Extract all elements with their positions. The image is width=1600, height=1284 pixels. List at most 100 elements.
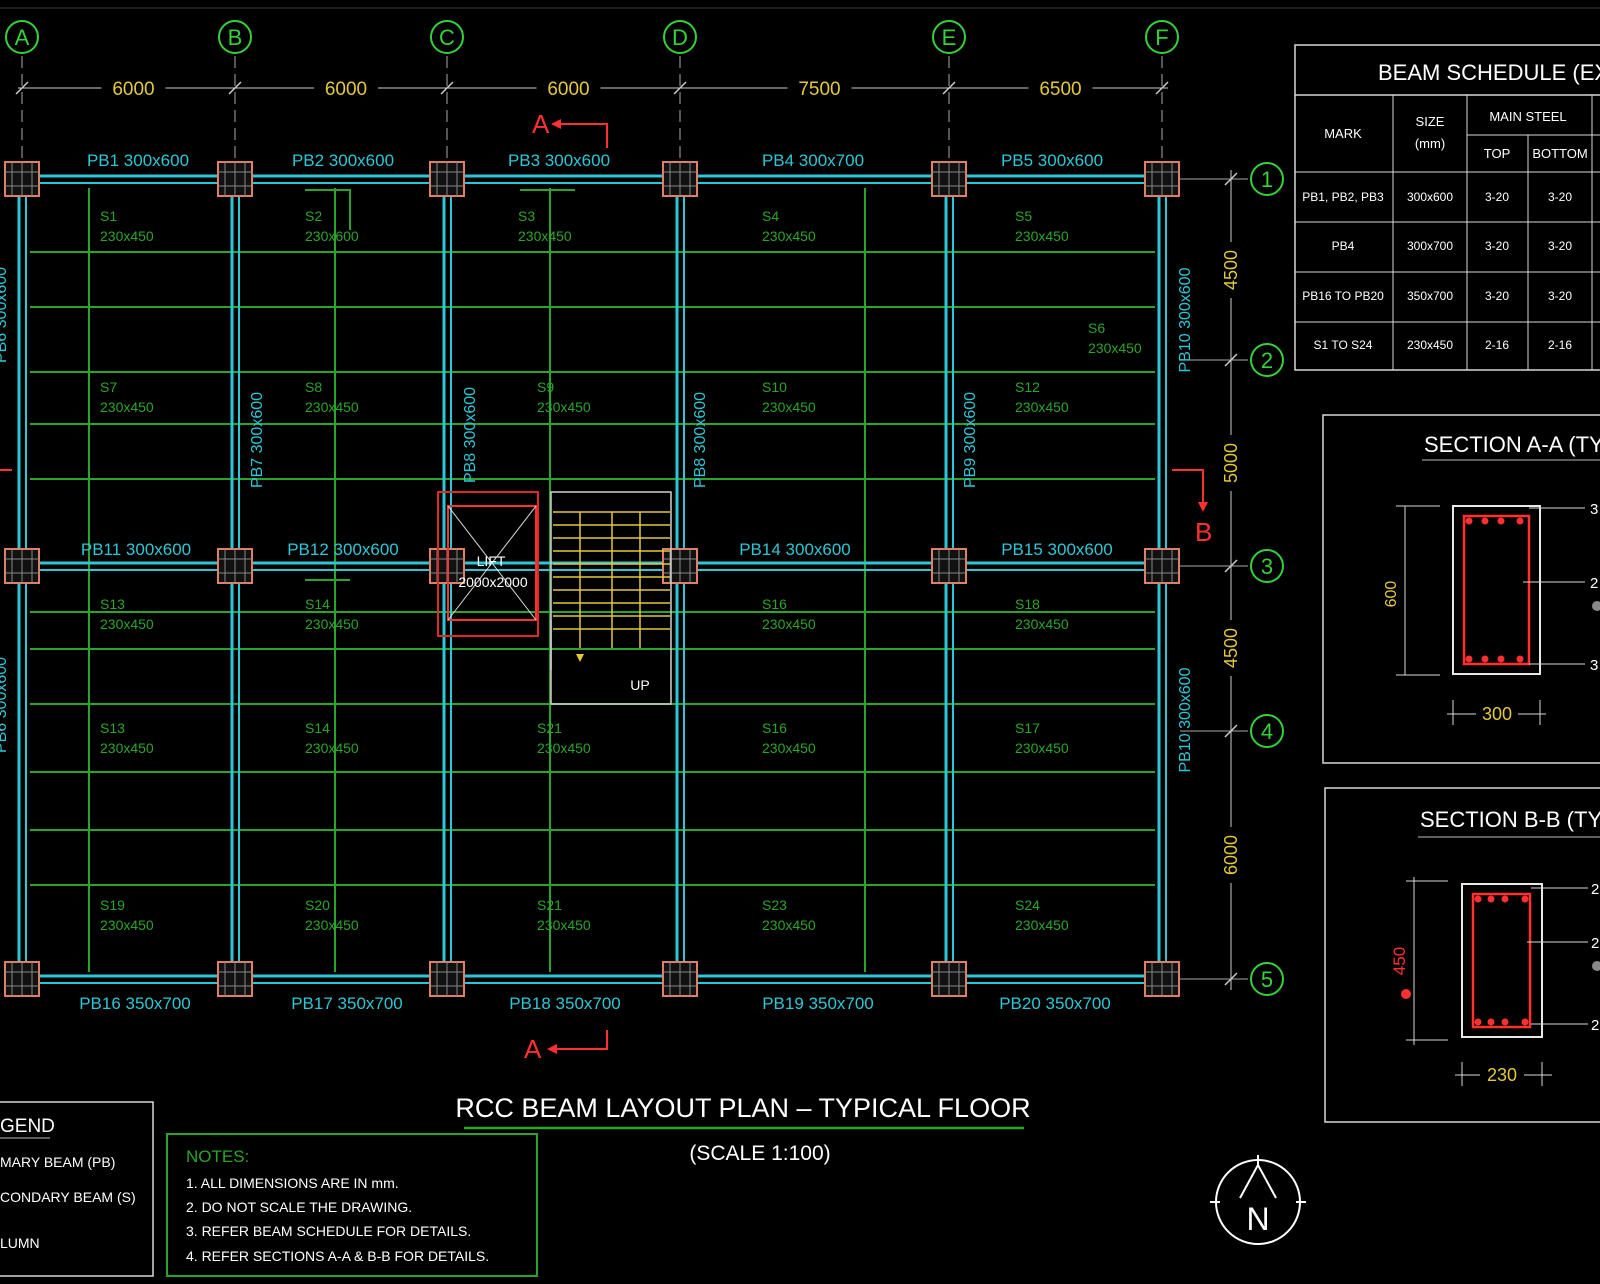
grid-label-row-3: 4 bbox=[1261, 719, 1273, 744]
notes-box: NOTES: 1. ALL DIMENSIONS ARE IN mm. 2. D… bbox=[166, 1133, 538, 1277]
schedule-header-bottom: BOTTOM bbox=[1532, 146, 1587, 161]
slab-size-0: 230x450 bbox=[100, 228, 154, 244]
schedule-row-3-bottom: 2-16 bbox=[1548, 338, 1572, 352]
column-hatch-0-0 bbox=[5, 162, 39, 196]
slab-size-15: 230x450 bbox=[100, 740, 154, 756]
legend-item-secondary-beam: CONDARY BEAM (S) bbox=[0, 1189, 136, 1205]
section-bb-title: SECTION B-B (TY bbox=[1420, 807, 1600, 832]
lift-car-outline bbox=[447, 505, 537, 621]
beam-label-top-1: PB2 300x600 bbox=[292, 151, 394, 170]
column-hatch-3-0 bbox=[663, 162, 697, 196]
schedule-header-mark: MARK bbox=[1324, 126, 1362, 141]
column-hatch-4-2 bbox=[932, 962, 966, 996]
staircase: UP bbox=[550, 491, 672, 705]
grid-bubble-row-3 bbox=[1250, 714, 1284, 748]
section-a-letter-top: A bbox=[532, 109, 550, 139]
note-4: 4. REFER SECTIONS A-A & B-B FOR DETAILS. bbox=[186, 1248, 489, 1264]
north-arrow: N bbox=[1210, 1155, 1306, 1245]
slab-mark-20: S19 bbox=[100, 897, 125, 913]
drawing-title: RCC BEAM LAYOUT PLAN – TYPICAL FLOOR bbox=[455, 1093, 1030, 1123]
beam-label-middle-2: PB14 300x600 bbox=[739, 540, 851, 559]
grid-bubble-col-1 bbox=[218, 20, 252, 54]
stair-arrowhead bbox=[576, 654, 584, 662]
section-bb-callout-2: 2 bbox=[1591, 935, 1599, 952]
dim-text-h-0: 6000 bbox=[112, 79, 154, 100]
drawing-title-block: RCC BEAM LAYOUT PLAN – TYPICAL FLOOR (SC… bbox=[455, 1093, 1030, 1165]
grid-label-col-2: C bbox=[439, 25, 455, 50]
notes-frame bbox=[166, 1133, 538, 1277]
section-bb-width: 230 bbox=[1487, 1065, 1517, 1085]
section-bb-side-marker bbox=[1592, 961, 1600, 971]
dim-text-h-2: 6000 bbox=[547, 79, 589, 100]
section-aa-callout-2: 2 bbox=[1590, 575, 1598, 592]
slab-size-21: 230x450 bbox=[305, 917, 359, 933]
dim-text-h-4: 6500 bbox=[1039, 79, 1081, 100]
schedule-header-main-steel: MAIN STEEL bbox=[1489, 109, 1566, 124]
beam-label-middle-1: PB12 300x600 bbox=[287, 540, 399, 559]
dim-mask-h-4 bbox=[1028, 76, 1093, 98]
slab-mark-18: S16 bbox=[762, 720, 787, 736]
slab-mark-9: S10 bbox=[762, 379, 787, 395]
dim-mask-v-1 bbox=[1220, 435, 1242, 491]
grid-bubble-col-0 bbox=[5, 20, 39, 54]
section-bb-height-marker bbox=[1401, 989, 1411, 999]
rebar-bb-5 bbox=[1487, 1018, 1495, 1026]
schedule-row-1-top: 3-20 bbox=[1485, 239, 1509, 253]
slab-size-9: 230x450 bbox=[762, 399, 816, 415]
dim-mask-h-1 bbox=[314, 76, 378, 98]
column-hatch-0-1 bbox=[5, 549, 39, 583]
section-aa-side-marker bbox=[1592, 601, 1600, 611]
section-aa-stirrup bbox=[1462, 514, 1531, 666]
dim-tick-h-3 bbox=[673, 81, 687, 95]
schedule-row-0-top: 3-20 bbox=[1485, 190, 1509, 204]
column-hatch-4-1 bbox=[932, 549, 966, 583]
dim-tick-v-1 bbox=[1224, 353, 1238, 367]
lift-core: LIFT 2000x2000 bbox=[437, 491, 539, 637]
slab-size-19: 230x450 bbox=[1015, 740, 1069, 756]
slab-mark-17: S21 bbox=[537, 720, 562, 736]
section-bb-concrete-outline bbox=[1461, 883, 1543, 1038]
schedule-row-3-size: 230x450 bbox=[1407, 338, 1453, 352]
beam-label-vertical-7: PB10 300x600 bbox=[1177, 667, 1194, 772]
dim-tick-h-5 bbox=[1155, 81, 1169, 95]
beam-label-bottom-0: PB16 350x700 bbox=[79, 994, 191, 1013]
section-bb-height: 450 bbox=[1390, 947, 1409, 975]
slab-size-3: 230x450 bbox=[762, 228, 816, 244]
beam-label-middle-3: PB15 300x600 bbox=[1001, 540, 1113, 559]
slab-mark-2: S3 bbox=[518, 208, 535, 224]
section-bb-callout-3: 2 bbox=[1591, 1017, 1599, 1034]
beam-label-top-3: PB4 300x700 bbox=[762, 151, 864, 170]
dim-text-v-1: 5000 bbox=[1221, 443, 1241, 483]
schedule-row-0-size: 300x600 bbox=[1407, 190, 1453, 204]
schedule-row-1-size: 300x700 bbox=[1407, 239, 1453, 253]
section-a-arrowhead-bottom bbox=[547, 1044, 557, 1054]
beam-label-vertical-0: PB6 300x600 bbox=[0, 267, 10, 363]
section-b-arrowhead bbox=[1198, 502, 1208, 512]
section-aa-detail: SECTION A-A (TY 600 300 3 2 3 bbox=[1322, 414, 1600, 764]
beam-label-top-0: PB1 300x600 bbox=[87, 151, 189, 170]
column-hatch-2-2 bbox=[430, 962, 464, 996]
column-hatch-1-1 bbox=[218, 549, 252, 583]
grid-label-row-4: 5 bbox=[1261, 967, 1273, 992]
section-mark-b: B bbox=[0, 469, 1212, 547]
dim-tick-h-1 bbox=[228, 81, 242, 95]
slab-mark-1: S2 bbox=[305, 208, 322, 224]
slab-mark-8: S9 bbox=[537, 379, 554, 395]
slab-size-2: 230x450 bbox=[518, 228, 572, 244]
rebar-bb-3 bbox=[1521, 895, 1529, 903]
legend-box: GEND MARY BEAM (PB) CONDARY BEAM (S) LUM… bbox=[0, 1101, 154, 1277]
rebar-aa-1 bbox=[1481, 517, 1489, 525]
slab-size-23: 230x450 bbox=[762, 917, 816, 933]
slab-mark-5: S6 bbox=[1088, 320, 1105, 336]
slab-size-13: 230x450 bbox=[762, 616, 816, 632]
section-a-letter-bottom: A bbox=[524, 1034, 542, 1064]
slab-mark-10: S12 bbox=[1015, 379, 1040, 395]
grid-label-row-0: 1 bbox=[1261, 167, 1273, 192]
grid-label-row-1: 2 bbox=[1261, 348, 1273, 373]
slab-size-22: 230x450 bbox=[537, 917, 591, 933]
dim-mask-v-2 bbox=[1220, 620, 1242, 676]
grid-label-col-3: D bbox=[672, 25, 688, 50]
slab-size-6: 230x450 bbox=[100, 399, 154, 415]
north-arrow-pointer bbox=[1239, 1162, 1277, 1199]
